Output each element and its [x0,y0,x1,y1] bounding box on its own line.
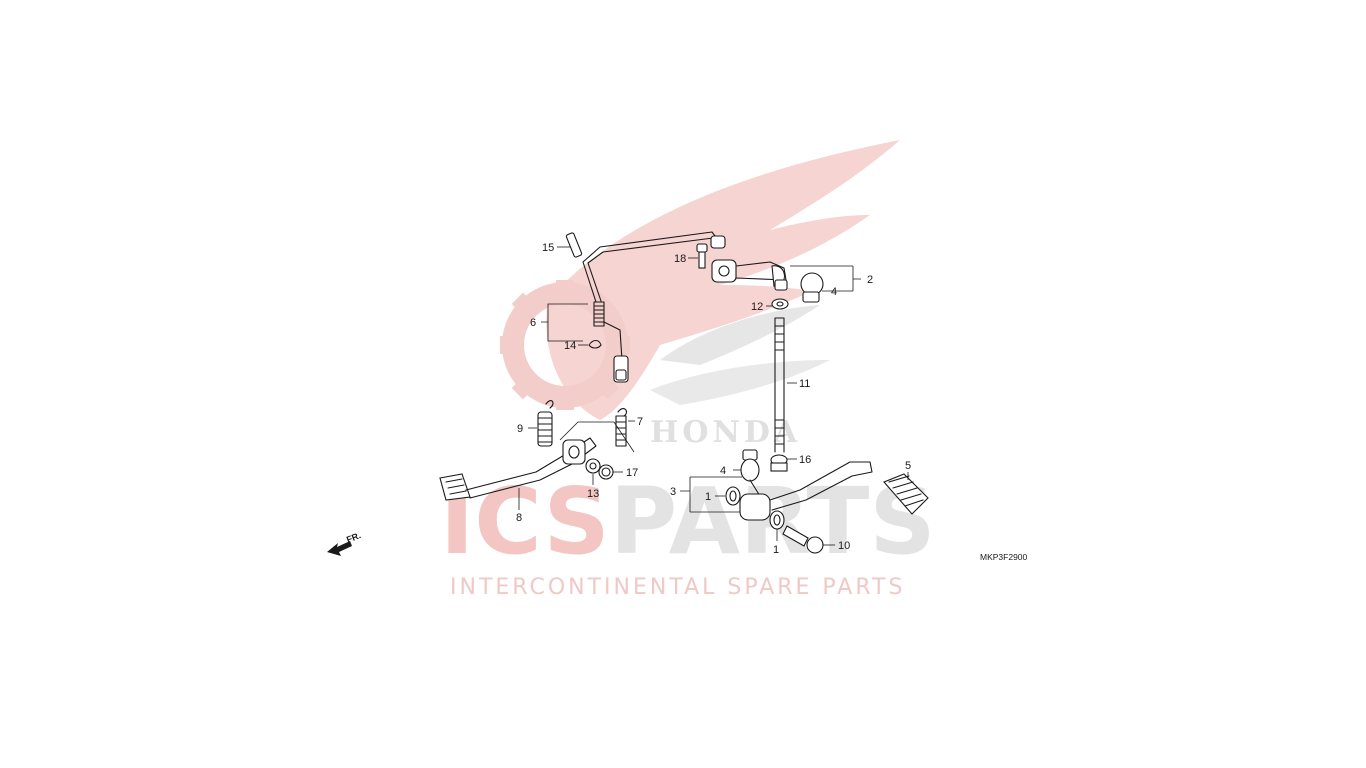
callout-6: 6 [530,317,536,329]
callout-16: 16 [799,454,811,466]
parts-drawing: 15 6 14 18 2 4 12 11 16 9 7 17 13 8 4 3 … [327,231,1028,562]
part-16-nut [770,454,788,472]
part-6-brake-rod [582,231,726,383]
callout-4a: 4 [831,286,837,298]
watermark-tagline: INTERCONTINENTAL SPARE PARTS [450,575,905,600]
part-8-brake-pedal [439,437,597,501]
part-15-pin [565,232,583,258]
callout-4b: 4 [720,465,726,477]
callout-3: 3 [670,486,676,498]
part-18-bolt [696,243,708,269]
callout-2: 2 [867,274,873,286]
callout-17: 17 [626,467,638,479]
watermark-logo-word: ICSPARTS [440,468,936,575]
part-12-nut [771,298,789,310]
callout-5: 5 [905,460,911,472]
callout-10: 10 [838,540,850,552]
leader-lines [518,246,909,546]
callout-12: 12 [751,301,763,313]
arrow-left-icon [327,541,352,556]
callout-1b: 1 [773,544,779,556]
callout-13: 13 [587,488,599,500]
part-2-shift-joint [711,259,824,303]
watermark-brand: HONDA [650,415,801,450]
callout-9: 9 [517,423,523,435]
part-7-spring [615,408,627,447]
part-3-shift-pedal [739,449,873,521]
callout-15: 15 [542,242,554,254]
part-1-oring-b [769,510,785,530]
front-direction-indicator: FR. [327,530,362,556]
part-9-spring [537,400,554,447]
direction-label: FR. [345,530,362,545]
callout-14: 14 [564,340,576,352]
callout-11: 11 [799,378,810,390]
callout-8: 8 [516,512,522,524]
part-13-washer [585,458,601,474]
callout-7: 7 [637,416,643,428]
part-10-pivot-bolt [782,525,824,554]
callout-18: 18 [674,253,686,265]
diagram-code: MKP3F2900 [980,552,1028,562]
part-11-shift-rod [774,317,785,453]
part-17-oring [598,464,614,480]
callouts: 15 6 14 18 2 4 12 11 16 9 7 17 13 8 4 3 … [516,242,911,556]
part-5-rubber [883,473,929,515]
part-1-oring-a [725,486,741,506]
watermark: HONDA ICSPARTS INTERCONTINENTAL SPARE PA… [440,140,936,600]
callout-1a: 1 [705,491,711,503]
part-14-clip [588,339,602,349]
